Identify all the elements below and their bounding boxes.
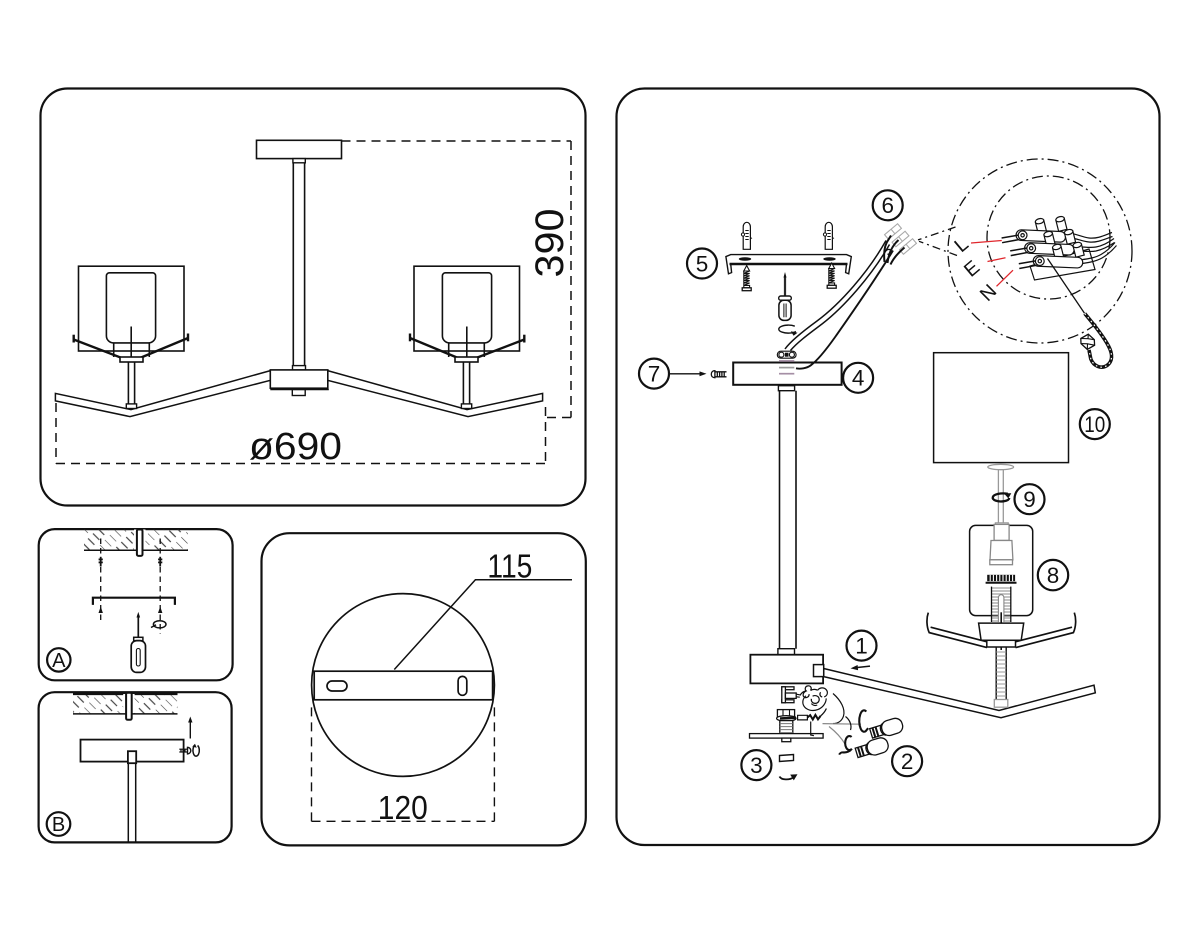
svg-text:10: 10 [1084, 412, 1105, 437]
svg-text:2: 2 [901, 749, 914, 774]
svg-text:1: 1 [855, 634, 868, 659]
svg-text:9: 9 [1023, 487, 1036, 512]
svg-text:6: 6 [881, 193, 894, 218]
svg-text:A: A [52, 650, 66, 672]
svg-text:120: 120 [378, 789, 428, 826]
svg-text:4: 4 [852, 366, 865, 391]
svg-text:7: 7 [648, 362, 661, 387]
svg-text:8: 8 [1047, 563, 1060, 588]
svg-text:115: 115 [487, 548, 532, 585]
svg-text:B: B [52, 814, 65, 836]
svg-text:ø690: ø690 [249, 426, 342, 468]
svg-text:390: 390 [528, 209, 572, 278]
svg-text:5: 5 [696, 251, 709, 276]
svg-text:3: 3 [750, 753, 763, 778]
